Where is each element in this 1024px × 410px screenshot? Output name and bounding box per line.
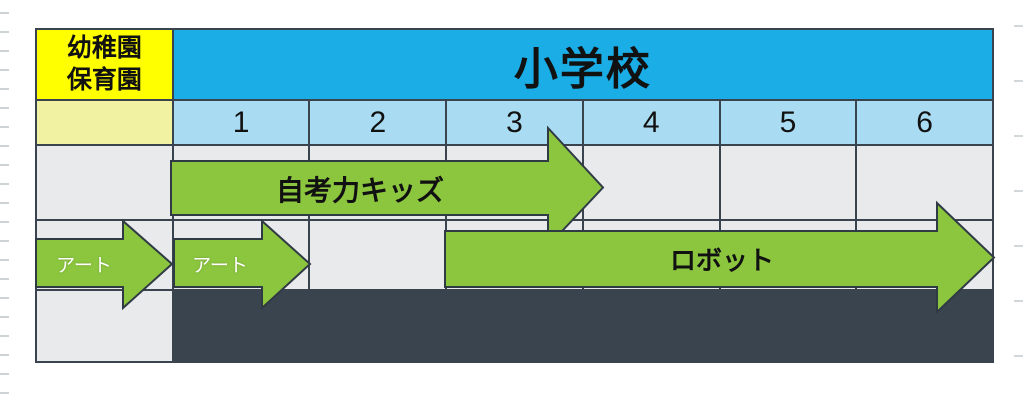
grade-cell-1: 1	[173, 101, 309, 144]
empty-cell	[720, 146, 856, 219]
empty-cell	[37, 291, 172, 361]
grade-cell-4: 4	[583, 101, 719, 144]
elementary-header-cell: 小学校	[173, 30, 992, 99]
kindergarten-label-line2: 保育園	[66, 65, 142, 94]
kindergarten-header-cell: 幼稚園 保育園	[37, 30, 172, 99]
kindergarten-label-line1: 幼稚園	[66, 34, 142, 63]
grade-cell-3: 3	[447, 101, 582, 144]
empty-cell	[447, 221, 582, 289]
empty-cell	[173, 221, 309, 289]
empty-cell	[310, 146, 446, 219]
empty-cell	[310, 221, 446, 289]
right-tick-marks	[1014, 25, 1023, 406]
empty-cell	[37, 146, 172, 219]
empty-cell	[720, 221, 856, 289]
empty-cell	[37, 221, 172, 289]
empty-cell	[447, 146, 582, 219]
curriculum-table: 幼稚園 保育園 小学校 1 2 3 4 5 6	[35, 28, 994, 363]
grade-cell-6: 6	[857, 101, 992, 144]
empty-cell	[583, 221, 719, 289]
kindergarten-grade-spacer-cell	[37, 101, 172, 144]
grade-cell-5: 5	[720, 101, 856, 144]
left-tick-marks	[0, 12, 9, 406]
empty-cell	[583, 146, 719, 219]
empty-cell	[857, 146, 992, 219]
empty-cell	[857, 221, 992, 289]
empty-cell	[173, 146, 309, 219]
grade-cell-2: 2	[310, 101, 446, 144]
